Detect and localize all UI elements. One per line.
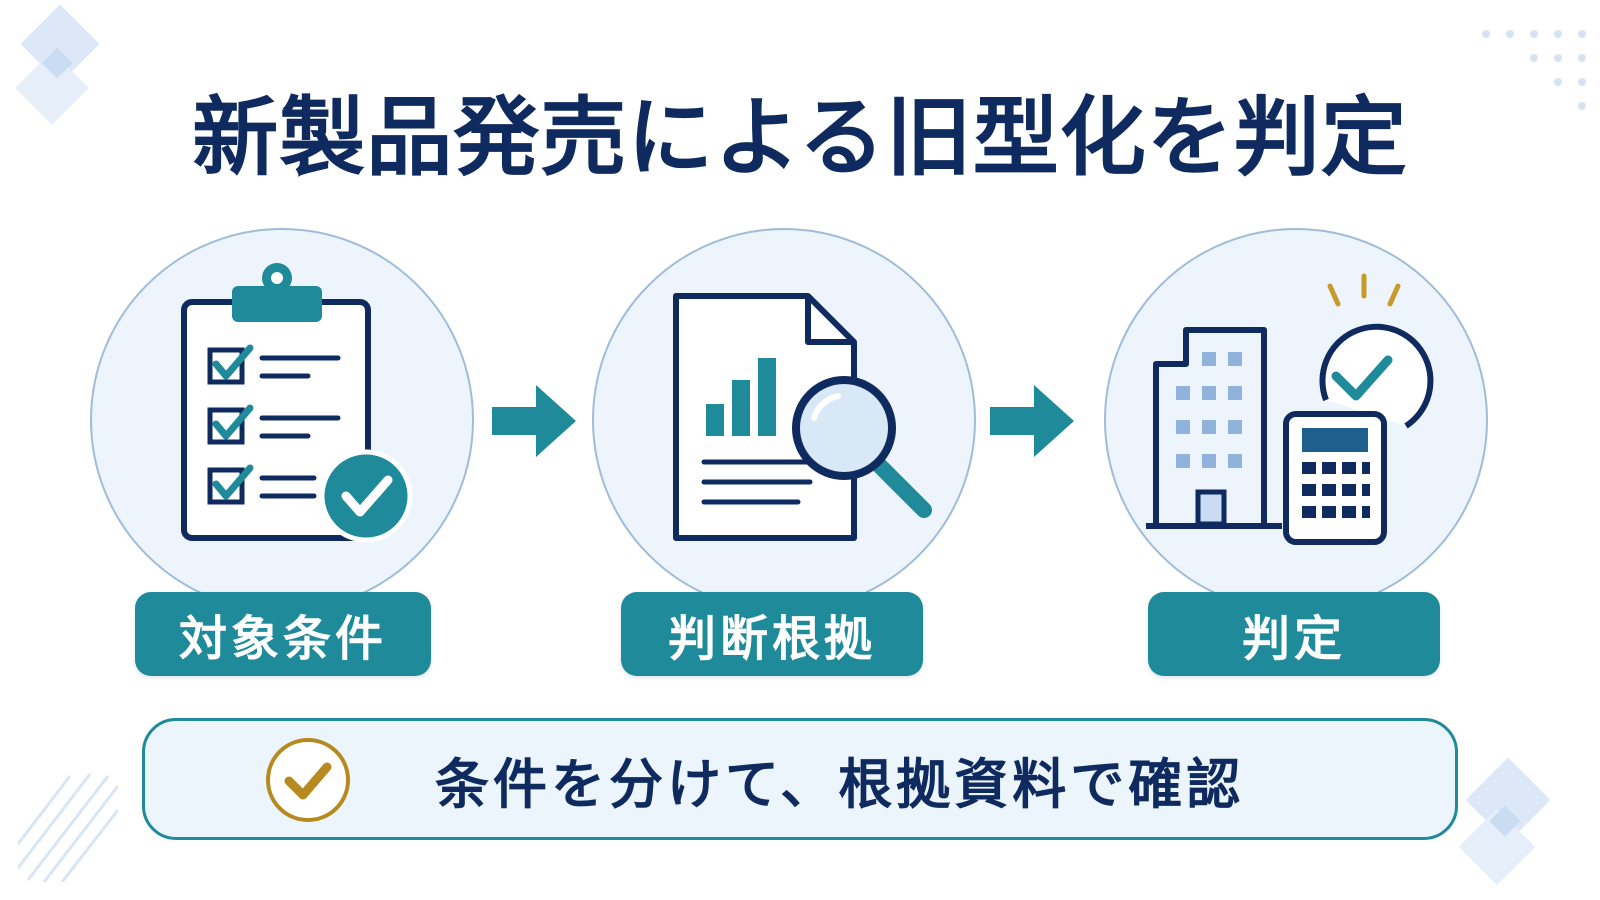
summary-box: 条件を分けて、根拠資料で確認 <box>142 718 1458 840</box>
page-title: 新製品発売による旧型化を判定 <box>192 88 1408 188</box>
step-2-circle <box>592 228 976 612</box>
check-circle-icon <box>266 738 350 822</box>
document-chart-magnifier-icon <box>673 293 932 541</box>
arrow-right-icon <box>990 385 1074 457</box>
summary-text: 条件を分けて、根拠資料で確認 <box>435 752 1245 816</box>
decor-dot-grid <box>1482 30 1586 110</box>
clipboard-checklist-icon <box>181 263 413 543</box>
step-1-circle <box>90 228 474 612</box>
decor-stripes <box>18 773 118 882</box>
step-2-label: 判断根拠 <box>621 592 923 676</box>
step-1-label: 対象条件 <box>135 592 431 676</box>
arrow-right-icon <box>492 385 576 457</box>
step-3-label: 判定 <box>1148 592 1440 676</box>
building-calculator-check-icon <box>1146 273 1434 545</box>
step-3-circle <box>1104 228 1488 612</box>
